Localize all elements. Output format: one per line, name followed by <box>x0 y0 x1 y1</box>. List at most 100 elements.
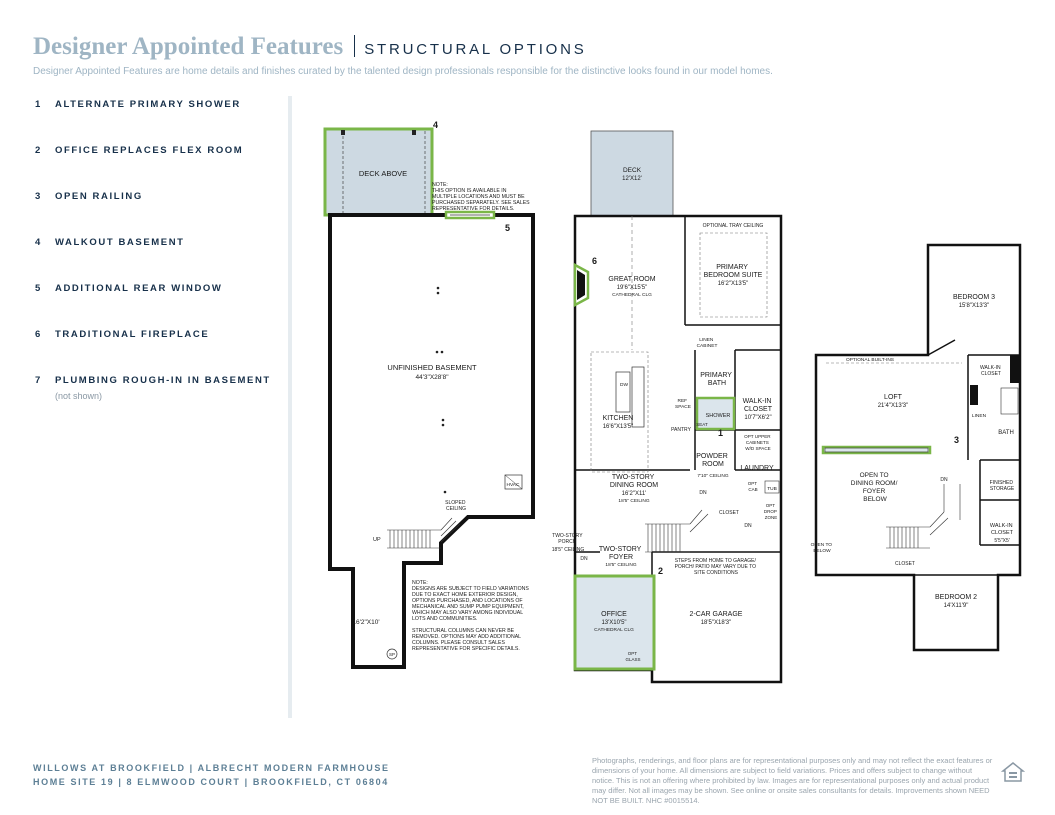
basement-stairs <box>387 517 461 549</box>
lower-room-dim: 16'2"X10' <box>352 619 379 626</box>
column <box>440 350 444 354</box>
marker-2: 2 <box>658 566 663 576</box>
option-item: 6 TRADITIONAL FIREPLACE <box>35 329 285 375</box>
open-to-below-label: OPEN TO DINING ROOM/ FOYER BELOW <box>851 472 899 503</box>
bath-label: BATH <box>998 430 1014 436</box>
floor-plans: DECK ABOVE NOTE: THIS OPTION IS AVAILABL… <box>323 120 1022 684</box>
walkin-closet2-label: WALK-IN CLOSET <box>990 523 1014 536</box>
laundry-label: LAUNDRY <box>740 465 774 472</box>
walkin-closet-dim: 10'7"X6'2" <box>744 415 771 421</box>
bedroom3-dim: 15'8"X13'3" <box>959 303 990 309</box>
bathtub <box>1000 387 1019 415</box>
option-number: 5 <box>35 283 42 294</box>
second-closet-label: CLOSET <box>895 561 915 567</box>
basement-room-name: UNFINISHED BASEMENT <box>387 363 477 372</box>
intro-text: Designer Appointed Features are home det… <box>33 66 773 77</box>
vertical-divider <box>288 96 292 718</box>
hvac-line <box>504 474 523 490</box>
pantry-label: PANTRY <box>671 427 691 433</box>
dining-room-dim: 16'2"X11' <box>622 491 647 497</box>
equal-housing-icon <box>1001 762 1025 782</box>
deck-label: DECK <box>623 167 642 174</box>
deck-dim: 12'X12' <box>622 176 642 182</box>
open-below-label: OPEN TO BELOW <box>811 542 834 554</box>
option-number: 2 <box>35 145 42 156</box>
basement-walls <box>328 213 535 669</box>
ref-space-label: REF SPACE <box>675 398 691 410</box>
basement-room-dim: 44'3"X28'8" <box>415 374 449 381</box>
second-dn-label: DN <box>940 477 948 483</box>
shower-option <box>695 396 736 431</box>
option-label: OPEN RAILING <box>55 191 143 202</box>
chimney-block <box>1010 355 1019 383</box>
kitchen-dim: 16'6"X13'5" <box>603 424 634 430</box>
dining-room-label: TWO-STORY DINING ROOM <box>610 474 658 489</box>
bedroom3-label: BEDROOM 3 <box>953 294 995 301</box>
option-label: TRADITIONAL FIREPLACE <box>55 329 210 340</box>
great-room-label: GREAT ROOM <box>608 276 655 283</box>
first-floor-stairs <box>645 509 709 553</box>
powder-room-label: POWDER ROOM <box>696 453 729 468</box>
marker-5: 5 <box>505 223 510 233</box>
community-line: WILLOWS AT BROOKFIELD | ALBRECHT MODERN … <box>33 763 390 773</box>
office-dim: 13'X10'5" <box>601 620 626 626</box>
built-ins-label: OPTIONAL BUILT-INS <box>846 357 894 363</box>
kitchen-label: KITCHEN <box>603 415 634 422</box>
foyer-label: TWO-STORY FOYER <box>599 546 643 561</box>
loft-label: LOFT <box>884 394 903 401</box>
open-railing-option <box>821 445 932 455</box>
option-label: ADDITIONAL REAR WINDOW <box>55 283 223 294</box>
basement-note-bottom: NOTE: DESIGNS ARE SUBJECT TO FIELD VARIA… <box>412 580 530 652</box>
office-label: OFFICE <box>601 611 627 618</box>
option-number: 6 <box>35 329 42 340</box>
marker-6: 6 <box>592 256 597 266</box>
seat-label: SEAT <box>696 422 708 427</box>
column <box>443 490 447 494</box>
deck-above-label: DECK ABOVE <box>359 169 407 178</box>
page-header: Designer Appointed Features STRUCTURAL OP… <box>33 33 587 61</box>
page-title: Designer Appointed Features <box>33 33 344 60</box>
great-room-dim: 19'6"X15'5" <box>617 285 648 291</box>
garage-label: 2-CAR GARAGE <box>690 611 743 618</box>
column <box>441 423 445 427</box>
dishwasher-label: DW <box>620 382 628 388</box>
kitchen-outline <box>590 351 649 473</box>
basement-note-top: NOTE: THIS OPTION IS AVAILABLE IN MULTIP… <box>432 182 531 212</box>
hvac-unit <box>504 474 523 490</box>
sump-pump-label: SP <box>389 652 395 657</box>
page-subtitle: STRUCTURAL OPTIONS <box>364 41 587 58</box>
second-floor-stairs <box>886 484 961 549</box>
kitchen-island <box>631 366 645 428</box>
linen-cabinet-label: LINEN CABINET <box>697 337 718 349</box>
primary-suite-dim: 16'2"X13'5" <box>718 281 749 287</box>
dn-label-2: DN <box>744 523 752 529</box>
deck-post <box>341 130 345 135</box>
option-item: 5 ADDITIONAL REAR WINDOW <box>35 283 285 329</box>
option-number: 4 <box>35 237 42 248</box>
option-markers: 1 2 3 4 5 6 <box>433 120 959 576</box>
opt-cab-label: OPT CAB <box>748 481 758 492</box>
option-label: OFFICE REPLACES FLEX ROOM <box>55 145 244 156</box>
opt-glass-label: OPT GLASS <box>625 651 640 662</box>
office-option <box>573 574 656 671</box>
primary-suite-label: PRIMARY BEDROOM SUITE <box>704 264 763 279</box>
tub-label: TUB <box>767 486 777 492</box>
column <box>435 350 439 354</box>
tub <box>764 480 780 494</box>
stairs-up-label: UP <box>373 537 381 543</box>
second-interior-walls <box>914 339 1020 576</box>
column <box>436 291 440 295</box>
option-item: 2 OFFICE REPLACES FLEX ROOM <box>35 145 285 191</box>
office-ceiling: CATHEDRAL CLG <box>594 627 634 633</box>
opt-drop-zone-label: OPT DROP ZONE <box>764 503 778 520</box>
option-note: (not shown) <box>55 391 103 401</box>
option-label: PLUMBING ROUGH-IN IN BASEMENT <box>55 375 271 386</box>
powder-room-ceiling: 7'10" CEILING <box>697 473 728 479</box>
shower-label: SHOWER <box>706 413 731 419</box>
option-number: 1 <box>35 99 42 110</box>
walkin-closet2-dim: 5'5"X5' <box>994 538 1009 544</box>
